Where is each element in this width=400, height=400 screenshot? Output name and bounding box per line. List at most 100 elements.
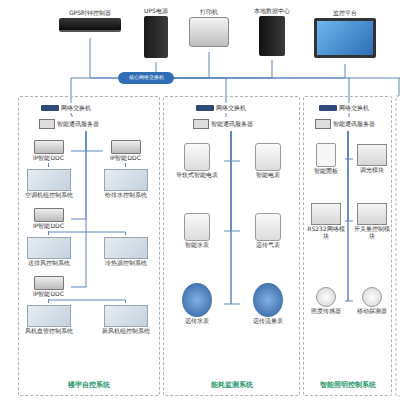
device-icon: [27, 305, 71, 327]
node-label: 智能通讯服务器: [211, 121, 253, 128]
system-panel: 智能照明控制系统网络交换机智能通讯服务器智能面板调光模块RS232网络模块开关量…: [303, 96, 392, 396]
connector-line: [348, 131, 353, 159]
device-icon: [184, 213, 210, 241]
node-label: 风机盘管控制系统: [25, 328, 73, 335]
device-icon: [253, 283, 283, 317]
core-switch: 核心网络交换机: [118, 72, 174, 84]
connector-line: [90, 38, 118, 78]
node-label: RS232网络模块: [307, 226, 345, 240]
node-label: 新风机组控制系统: [102, 328, 150, 335]
connector-line: [174, 78, 349, 103]
node-label: 冷热源控制系统: [105, 260, 147, 267]
device-node: 调光模块: [353, 141, 391, 177]
device-icon: [111, 140, 141, 154]
device-node: 网络交换机: [196, 103, 256, 113]
connector-line: [226, 113, 227, 117]
device-node: 冷热源控制系统: [97, 235, 154, 269]
bus-line: [348, 78, 400, 79]
device-node: GPS时钟控制器: [55, 4, 125, 38]
device-icon: [27, 169, 71, 191]
device-node: 智能面板: [307, 141, 345, 177]
device-icon: [34, 276, 64, 290]
device-node: 网络交换机: [41, 103, 101, 113]
node-label: 本地数据中心: [254, 8, 290, 15]
node-label: 核心网络交换机: [129, 75, 164, 81]
device-icon: [104, 169, 148, 191]
device-node: 照度传感器: [307, 281, 345, 321]
node-label: 远传气表: [256, 242, 280, 249]
device-node: IP智能DDC: [26, 275, 71, 299]
device-node: 智能通讯服务器: [315, 117, 383, 131]
connector-line: [231, 131, 240, 231]
device-node: 开关量控制模块: [353, 201, 391, 241]
connector-line: [125, 163, 126, 167]
device-icon: [104, 305, 148, 327]
device-node: RS232网络模块: [307, 201, 345, 241]
device-icon: [193, 119, 209, 129]
device-icon: [255, 143, 281, 171]
node-label: 网络交换机: [339, 105, 369, 112]
node-label: 打印机: [200, 9, 218, 16]
connector-line: [49, 299, 126, 303]
device-icon: [314, 18, 376, 58]
device-node: IP智能DDC: [26, 139, 71, 163]
system-panel: 能耗监测系统网络交换机智能通讯服务器导轨式智能电表智能电表智能水表远传气表远传水…: [163, 96, 300, 396]
connector-line: [224, 131, 231, 304]
connector-line: [174, 52, 209, 78]
device-icon: [144, 16, 168, 58]
device-icon: [316, 143, 336, 167]
panel-title: 能耗监测系统: [164, 381, 299, 389]
node-label: 智能通讯服务器: [333, 121, 375, 128]
node-label: IP智能DDC: [33, 155, 64, 162]
connector-line: [349, 113, 350, 117]
device-icon: [189, 17, 229, 47]
device-node: 本地数据中心: [243, 4, 301, 60]
connector-line: [224, 131, 231, 161]
device-node: 空调机组控制系统: [20, 167, 77, 201]
device-icon: [39, 119, 55, 129]
node-label: 开关量控制模块: [353, 226, 391, 240]
device-icon: [357, 144, 387, 166]
device-node: 移动探测器: [353, 281, 391, 321]
connector-line: [71, 131, 86, 287]
panel-outline: [396, 96, 400, 396]
device-icon: [196, 105, 214, 111]
connector-line: [174, 64, 345, 78]
connector-line: [49, 231, 126, 235]
connector-line: [348, 131, 353, 301]
device-icon: [104, 237, 148, 259]
node-label: 网络交换机: [61, 105, 91, 112]
node-label: IP智能DDC: [110, 155, 141, 162]
device-node: UPS电源: [136, 4, 176, 62]
device-icon: [255, 213, 281, 241]
panel-title: 楼宇自控系统: [19, 381, 159, 389]
device-node: 网络交换机: [319, 103, 379, 113]
node-label: 智能电表: [256, 172, 280, 179]
device-icon: [34, 208, 64, 222]
bus-drop: [399, 78, 400, 96]
device-node: 智能电表: [240, 141, 295, 181]
connector-line: [224, 131, 231, 231]
device-icon: [59, 18, 121, 32]
connector-line: [174, 78, 226, 103]
device-node: 打印机: [185, 4, 233, 52]
node-label: 智能通讯服务器: [57, 121, 99, 128]
device-icon: [182, 283, 212, 317]
connector-line: [71, 113, 72, 117]
device-node: 新风机组控制系统: [97, 303, 154, 337]
node-label: 照度传感器: [311, 308, 341, 315]
connector-line: [71, 78, 118, 103]
device-icon: [316, 287, 336, 307]
device-node: 送排风控制系统: [20, 235, 77, 269]
device-icon: [315, 119, 331, 129]
device-node: 导轨式智能电表: [169, 141, 224, 181]
device-node: 风机盘管控制系统: [20, 303, 77, 337]
node-label: IP智能DDC: [33, 291, 64, 298]
device-icon: [34, 140, 64, 154]
connector-line: [231, 131, 240, 304]
connector-line: [48, 163, 49, 167]
device-node: 远传气表: [240, 211, 295, 251]
node-label: 智能水表: [185, 242, 209, 249]
